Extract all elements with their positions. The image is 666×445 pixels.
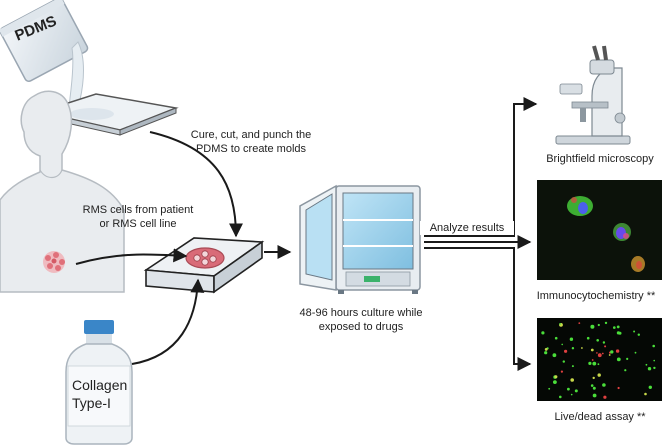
fluorescent-cell-dot <box>597 363 600 366</box>
fluorescent-cell-dot <box>586 336 590 340</box>
fluorescent-cell-dot <box>602 341 606 344</box>
fluorescent-cell-dot <box>578 322 581 324</box>
fluorescent-cell-dot <box>624 369 627 372</box>
fluorescent-cell-dot <box>602 383 606 387</box>
arrow-pdms-to-mold <box>149 131 243 238</box>
culture-step-label: 48-96 hours culture while exposed to dru… <box>286 306 436 334</box>
fluorescent-cell-dot <box>592 393 597 398</box>
fluorescent-cell-dot <box>652 344 655 348</box>
tumor-cells-icon <box>43 251 65 273</box>
fluorescent-cell-dot <box>603 395 607 399</box>
fluorescent-cell-dot <box>645 363 648 366</box>
livedead-label: Live/dead assay ** <box>554 411 646 423</box>
microscope-icon <box>555 45 631 145</box>
fluorescent-cell-dot <box>592 361 597 366</box>
arrow-cells-to-mold <box>75 248 188 265</box>
fluorescent-cell-dot <box>554 336 558 340</box>
fluorescent-cell-dot <box>592 386 596 390</box>
fluorescent-cell-dot <box>574 389 578 393</box>
fluorescent-cell-dot <box>581 347 583 349</box>
collagen-bottle-icon <box>65 320 133 445</box>
fluorescent-cell-dot <box>559 395 562 399</box>
cure-step-label: Cure, cut, and punch the PDMS to create … <box>176 128 326 156</box>
fluorescent-cell-dot <box>608 354 611 356</box>
collagen-line2: Type-I <box>72 395 111 411</box>
fluorescent-cell-dot <box>548 387 551 390</box>
fluorescent-cell-dot <box>637 333 640 336</box>
rms-cells-line1: RMS cells from patient <box>82 204 194 216</box>
fluorescent-cell-dot <box>569 337 574 341</box>
analyze-results-label: Analyze results <box>420 221 514 235</box>
fluorescent-cell-dot <box>541 331 545 335</box>
fluorescent-cell-dot <box>597 323 600 327</box>
live-dead-assay-image <box>537 318 662 401</box>
rms-cells-line2: or RMS cell line <box>99 218 177 230</box>
arrow-to-livedead <box>424 247 532 371</box>
icc-label: Immunocytochemistry ** <box>536 290 656 302</box>
fluorescent-cell-dot <box>592 376 595 380</box>
fluorescent-cell-dot <box>570 378 574 382</box>
fluorescent-cell-dot <box>564 349 568 353</box>
fluorescent-cell-dot <box>596 352 598 354</box>
fluorescent-cell-dot <box>590 324 595 329</box>
fluorescent-cell-dot <box>596 339 599 342</box>
fluorescent-cell-dot <box>604 321 608 325</box>
fluorescent-cell-dot <box>604 345 607 348</box>
fluorescent-cell-dot <box>567 387 570 391</box>
fluorescent-cell-dot <box>571 365 574 368</box>
incubator-icon <box>299 184 421 294</box>
fluorescent-cell-dot <box>553 380 557 384</box>
fluorescent-cell-dot <box>626 357 629 360</box>
fluorescent-cell-dot <box>544 348 548 351</box>
patient-icon <box>0 90 125 293</box>
process-arrows <box>75 97 538 371</box>
fluorescent-cell-dot <box>613 326 616 329</box>
fluorescent-cell-dot <box>597 353 602 358</box>
collagen-label: Collagen Type-I <box>72 376 132 412</box>
fluorescent-cell-dot <box>617 386 620 390</box>
fluorescent-cell-dot <box>616 325 620 329</box>
immunocytochemistry-image <box>537 180 662 280</box>
fluorescent-cell-dot <box>647 367 652 371</box>
fluorescent-cell-dot <box>588 361 592 365</box>
fluorescent-cell-dot <box>634 351 637 354</box>
cure-step-line2: PDMS to create molds <box>195 143 307 155</box>
rms-cells-label: RMS cells from patient or RMS cell line <box>68 203 208 231</box>
fluorescent-cell-dot <box>633 330 636 333</box>
fluorescent-cell-dot <box>615 349 620 353</box>
fluorescent-cell-dot <box>570 393 573 396</box>
brightfield-label: Brightfield microscopy <box>546 153 654 165</box>
fluorescent-cell-dot <box>591 359 594 361</box>
fluorescent-cell-dot <box>601 352 604 355</box>
culture-step-line1: 48-96 hours culture while <box>299 307 423 319</box>
fluorescent-cell-dot <box>616 331 621 335</box>
fluorescent-cell-dot <box>590 348 594 352</box>
fluorescent-cell-dot <box>590 384 594 387</box>
fluorescent-cell-dot <box>554 375 558 379</box>
fluorescent-cell-dot <box>616 357 621 362</box>
fluorescent-cell-dot <box>597 373 601 377</box>
fluorescent-cell-dot <box>560 370 564 373</box>
arrow-collagen-to-mold <box>131 278 205 365</box>
pdms-tray-icon <box>37 93 179 136</box>
culture-step-line2: exposed to drugs <box>318 321 404 333</box>
collagen-line1: Collagen <box>72 377 128 393</box>
fluorescent-cell-dot <box>562 360 565 363</box>
fluorescent-cell-dot <box>571 347 575 350</box>
fluorescent-cell-dot <box>552 353 557 358</box>
fluorescent-cell-dot <box>544 351 548 355</box>
fluorescent-cell-dot <box>559 323 561 325</box>
cure-step-line1: Cure, cut, and punch the <box>190 129 312 141</box>
pdms-mold-chip-icon <box>143 237 265 294</box>
fluorescent-cell-dot <box>653 366 656 370</box>
fluorescent-cell-dot <box>644 392 647 396</box>
fluorescent-cell-dot <box>610 350 614 354</box>
fluorescent-cell-dot <box>653 359 655 362</box>
arrow-to-brightfield <box>424 97 538 237</box>
fluorescent-cell-dot <box>648 385 652 389</box>
fluorescent-cell-dot <box>561 343 563 346</box>
